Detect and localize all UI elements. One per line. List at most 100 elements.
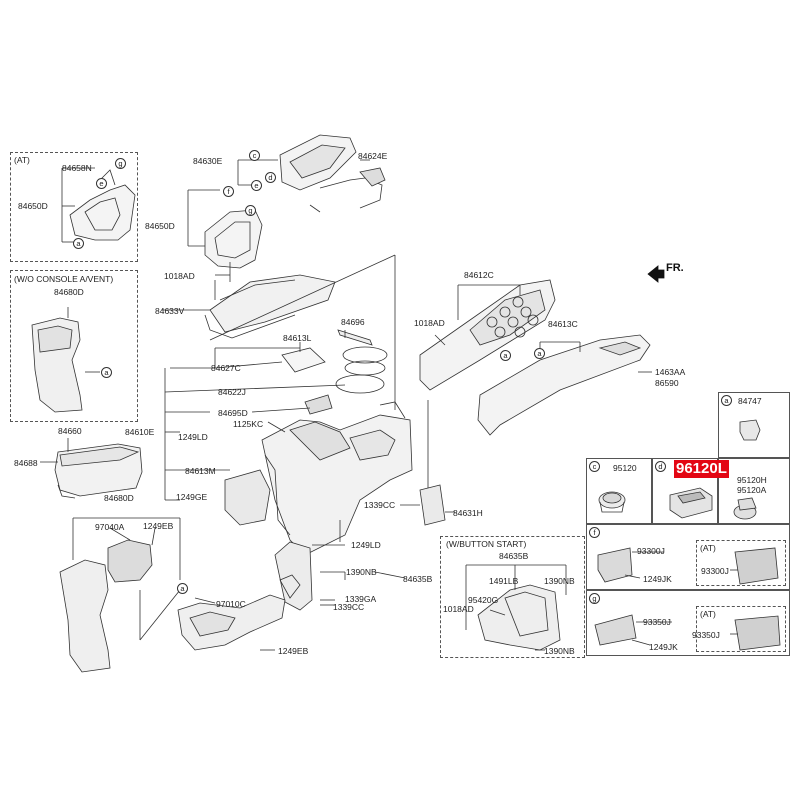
part-1249ld-top[interactable]: 1249LD [178,432,208,442]
part-97010c[interactable]: 97010C [216,599,246,609]
marker-f: f [589,527,600,538]
button-start-bracket-drawing [465,564,567,651]
cup-holder-drawing [281,329,388,415]
part-84627c[interactable]: 84627C [211,363,241,373]
main-console-body-drawing [224,401,413,556]
part-84613c[interactable]: 84613C [548,319,578,329]
part-84635b-mid[interactable]: 84635B [403,574,433,584]
part-1249ge[interactable]: 1249GE [176,492,208,502]
part-g-at-box [696,606,786,652]
part-93350j-g-at[interactable]: 93350J [692,630,720,640]
part-1018ad-right[interactable]: 1018AD [414,318,445,328]
f-at-box-title: (AT) [700,543,716,553]
front-arrow-icon [647,265,665,283]
marker-a: a [721,395,732,406]
marker-a: a [534,348,545,359]
marker-d: d [265,172,276,183]
part-84650d-main[interactable]: 84650D [145,221,175,231]
part-84696[interactable]: 84696 [341,317,365,327]
part-1390nb-mid[interactable]: 1390NB [346,567,377,577]
part-1390nb-bs2[interactable]: 1390NB [544,646,575,656]
part-1249eb-bot[interactable]: 1249EB [278,646,309,656]
part-1125kc[interactable]: 1125KC [233,419,264,429]
part-d-box [652,458,718,524]
wo-console-box-title: (W/O CONSOLE A/VENT) [14,274,114,284]
part-84624e[interactable]: 84624E [358,151,388,161]
part-86590[interactable]: 86590 [655,378,679,388]
part-84747[interactable]: 84747 [738,396,762,406]
part-84680d-top[interactable]: 84680D [54,287,84,297]
part-84635b-bs[interactable]: 84635B [499,551,529,561]
part-1339cc-mid[interactable]: 1339CC [364,500,396,510]
part-1018ad-left[interactable]: 1018AD [164,271,195,281]
small-part-drawings [594,419,781,651]
marker-g: g [589,593,600,604]
part-1339ga[interactable]: 1339GA [345,594,377,604]
part-84680d-mid[interactable]: 84680D [104,493,134,503]
marker-a: a [500,350,511,361]
button-start-box [440,536,585,658]
part-1249ld-bot[interactable]: 1249LD [351,540,381,550]
front-direction-label: FR. [666,262,684,274]
part-84610e[interactable]: 84610E [125,427,155,437]
part-84613l[interactable]: 84613L [283,333,312,343]
part-1249jk-g[interactable]: 1249JK [649,642,678,652]
part-84688[interactable]: 84688 [14,458,38,468]
at-box-title: (AT) [14,155,30,165]
part-84630e[interactable]: 84630E [193,156,223,166]
main-shift-bezel-drawing [187,189,263,269]
part-84622j[interactable]: 84622J [218,387,246,397]
part-c-box [586,458,652,524]
marker-c: c [589,461,600,472]
wo-console-vent-box [10,270,138,422]
part-84631h[interactable]: 84631H [453,508,483,518]
part-84613m[interactable]: 84613M [185,466,216,476]
lower-bracket-drawing [274,541,406,611]
part-93300j-f[interactable]: 93300J [637,546,665,556]
part-95120h[interactable]: 95120H [737,475,767,485]
part-f-at-box [696,540,786,586]
part-95420g[interactable]: 95420G [468,595,499,605]
marker-a: a [177,583,188,594]
armrest-lid-drawing [40,438,143,499]
part-84695d[interactable]: 84695D [218,408,248,418]
part-84612c[interactable]: 84612C [464,270,494,280]
marker-g: g [245,205,256,216]
button-start-box-title: (W/BUTTON START) [446,539,527,549]
part-1491lb[interactable]: 1491LB [489,576,519,586]
part-1390nb-bs1[interactable]: 1390NB [544,576,575,586]
at-option-box [10,152,138,262]
side-trim-84613c-drawing [477,334,652,436]
part-1018ad-bs[interactable]: 1018AD [443,604,474,614]
part-1463aa[interactable]: 1463AA [655,367,686,377]
part-95120a[interactable]: 95120A [737,485,767,495]
part-1249jk-f[interactable]: 1249JK [643,574,672,584]
rear-console-vent-drawing [59,517,181,673]
highlighted-part-96120l[interactable]: 96120L [674,460,729,478]
part-93350j-g[interactable]: 93350J [643,617,671,627]
upper-tray-drawing [237,134,386,213]
part-a-box [718,392,790,458]
marker-f: f [223,186,234,197]
part-g-box [586,590,790,656]
bracket-84633v-drawing [204,274,336,339]
part-95120[interactable]: 95120 [613,463,637,473]
marker-c: c [249,150,260,161]
part-93300j-f-at[interactable]: 93300J [701,566,729,576]
part-1249eb-left[interactable]: 1249EB [143,521,174,531]
part-97040a[interactable]: 97040A [95,522,125,532]
center-leader-lines [162,254,396,501]
part-84650d-at[interactable]: 84650D [18,201,48,211]
cable-bracket-drawing [339,400,455,542]
g-at-box-title: (AT) [700,609,716,619]
part-84633v[interactable]: 84633V [155,306,185,316]
marker-a: a [73,238,84,249]
marker-a: a [101,367,112,378]
part-84660[interactable]: 84660 [58,426,82,436]
part-1339cc-bot[interactable]: 1339CC [333,602,365,612]
marker-e: e [96,178,107,189]
part-84658n[interactable]: 84658N [62,163,92,173]
at-shift-bezel-drawing [61,167,136,243]
part-e-box [718,458,790,524]
